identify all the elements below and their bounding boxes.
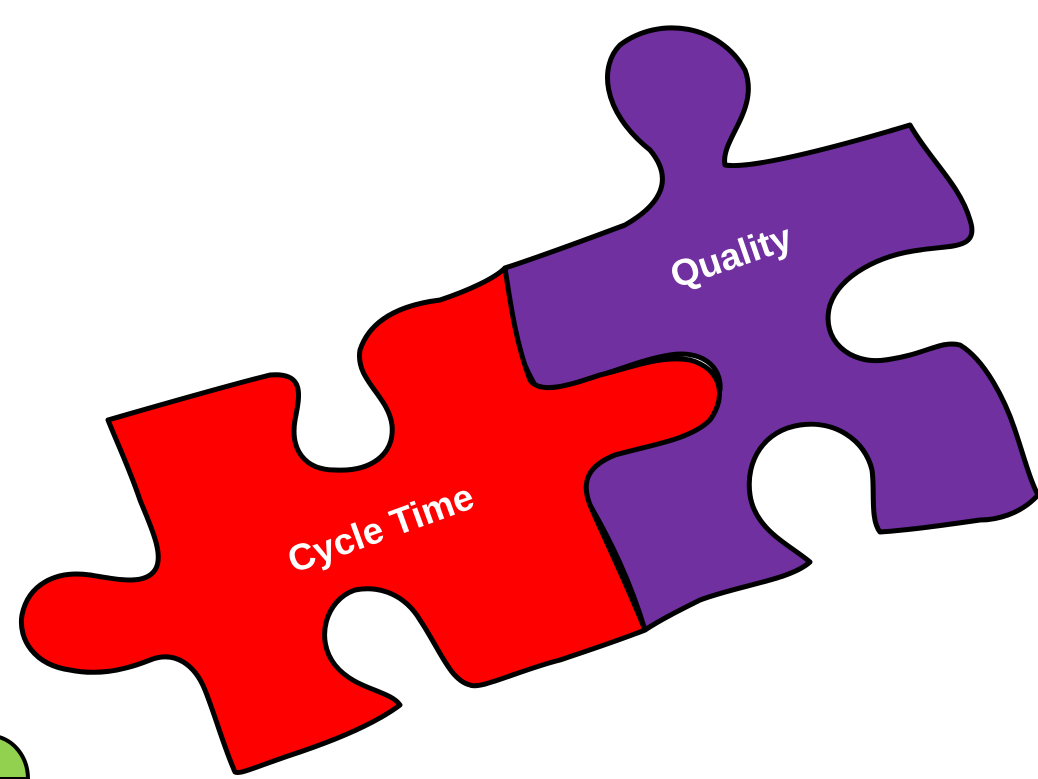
green-puzzle-piece-partial [0, 735, 31, 779]
cycle-time-puzzle-piece [18, 265, 722, 776]
